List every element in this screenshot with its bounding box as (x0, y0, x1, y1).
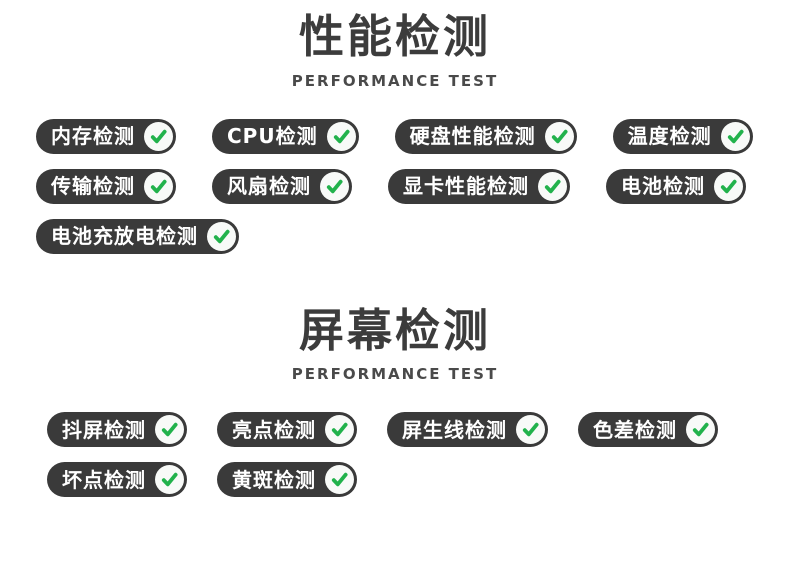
test-badge: 温度检测 (612, 118, 753, 154)
test-badge-label: 抖屏检测 (62, 417, 146, 442)
badge-rows: 内存检测 CPU检测 硬盘性能检测 温度检测传输检测 风扇检测 显卡性能检测 电池检测电池充… (0, 118, 790, 254)
check-icon (686, 415, 715, 444)
test-badge-label: 传输检测 (51, 174, 135, 198)
test-badge: 风扇检测 (212, 168, 352, 204)
sections-container: 性能检测 PERFORMANCE TEST 内存检测 CPU检测 硬盘性能检测 温度检测传… (0, 8, 790, 497)
section-title: 性能检测 (298, 10, 491, 63)
check-icon (714, 171, 743, 201)
check-icon (155, 415, 184, 444)
badge-row: 坏点检测 黄斑检测 (0, 462, 790, 497)
test-badge-label: CPU检测 (227, 124, 318, 148)
check-icon (144, 121, 173, 151)
test-badge-label: 坏点检测 (62, 467, 146, 492)
check-icon (516, 415, 545, 444)
test-badge: CPU检测 (212, 118, 359, 154)
test-badge: 显卡性能检测 (388, 168, 570, 204)
test-badge-label: 屏生线检测 (402, 417, 507, 442)
check-icon (325, 415, 354, 444)
check-icon (144, 171, 173, 201)
test-badge: 抖屏检测 (47, 412, 187, 447)
test-badge: 亮点检测 (217, 412, 357, 447)
check-icon (325, 465, 354, 494)
test-badge-label: 内存检测 (51, 124, 135, 148)
test-badge-label: 显卡性能检测 (403, 174, 529, 198)
test-badge: 硬盘性能检测 (394, 118, 577, 154)
test-badge-label: 硬盘性能检测 (409, 124, 536, 148)
check-icon (155, 465, 184, 494)
test-badge-label: 电池充放电检测 (51, 224, 198, 248)
test-badge-label: 风扇检测 (227, 174, 311, 198)
test-badge-label: 温度检测 (627, 124, 712, 148)
check-icon (326, 121, 356, 151)
test-badge: 黄斑检测 (217, 462, 357, 497)
check-icon (544, 121, 574, 151)
section-subtitle: PERFORMANCE TEST (291, 365, 499, 383)
test-badge: 传输检测 (36, 168, 176, 204)
test-badge: 屏生线检测 (387, 412, 548, 447)
test-badge: 内存检测 (36, 118, 176, 154)
badge-row: 抖屏检测 亮点检测 屏生线检测 色差检测 (0, 412, 790, 447)
test-badge: 电池检测 (606, 168, 746, 204)
test-badge: 电池充放电检测 (36, 218, 239, 254)
check-icon (538, 171, 567, 201)
test-badge: 坏点检测 (47, 462, 187, 497)
test-badge-label: 色差检测 (593, 417, 677, 442)
check-icon (207, 221, 236, 251)
test-badge: 色差检测 (578, 412, 718, 447)
section-subtitle: PERFORMANCE TEST (291, 71, 499, 90)
test-badge-label: 电池检测 (621, 174, 705, 198)
screen-test-section: 屏幕检测 PERFORMANCE TEST 抖屏检测 亮点检测 屏生线检测 色差检测坏点检… (0, 302, 790, 497)
badge-row: 传输检测 风扇检测 显卡性能检测 电池检测 (0, 168, 790, 204)
badge-row: 电池充放电检测 (0, 218, 790, 254)
badge-row: 内存检测 CPU检测 硬盘性能检测 温度检测 (0, 118, 790, 154)
performance-test-section: 性能检测 PERFORMANCE TEST 内存检测 CPU检测 硬盘性能检测 温度检测传… (0, 8, 790, 254)
badge-rows: 抖屏检测 亮点检测 屏生线检测 色差检测坏点检测 黄斑检测 (0, 412, 790, 497)
check-icon (320, 171, 349, 201)
test-badge-label: 亮点检测 (232, 417, 316, 442)
section-title: 屏幕检测 (298, 303, 491, 357)
check-icon (720, 121, 750, 151)
test-badge-label: 黄斑检测 (232, 467, 316, 492)
